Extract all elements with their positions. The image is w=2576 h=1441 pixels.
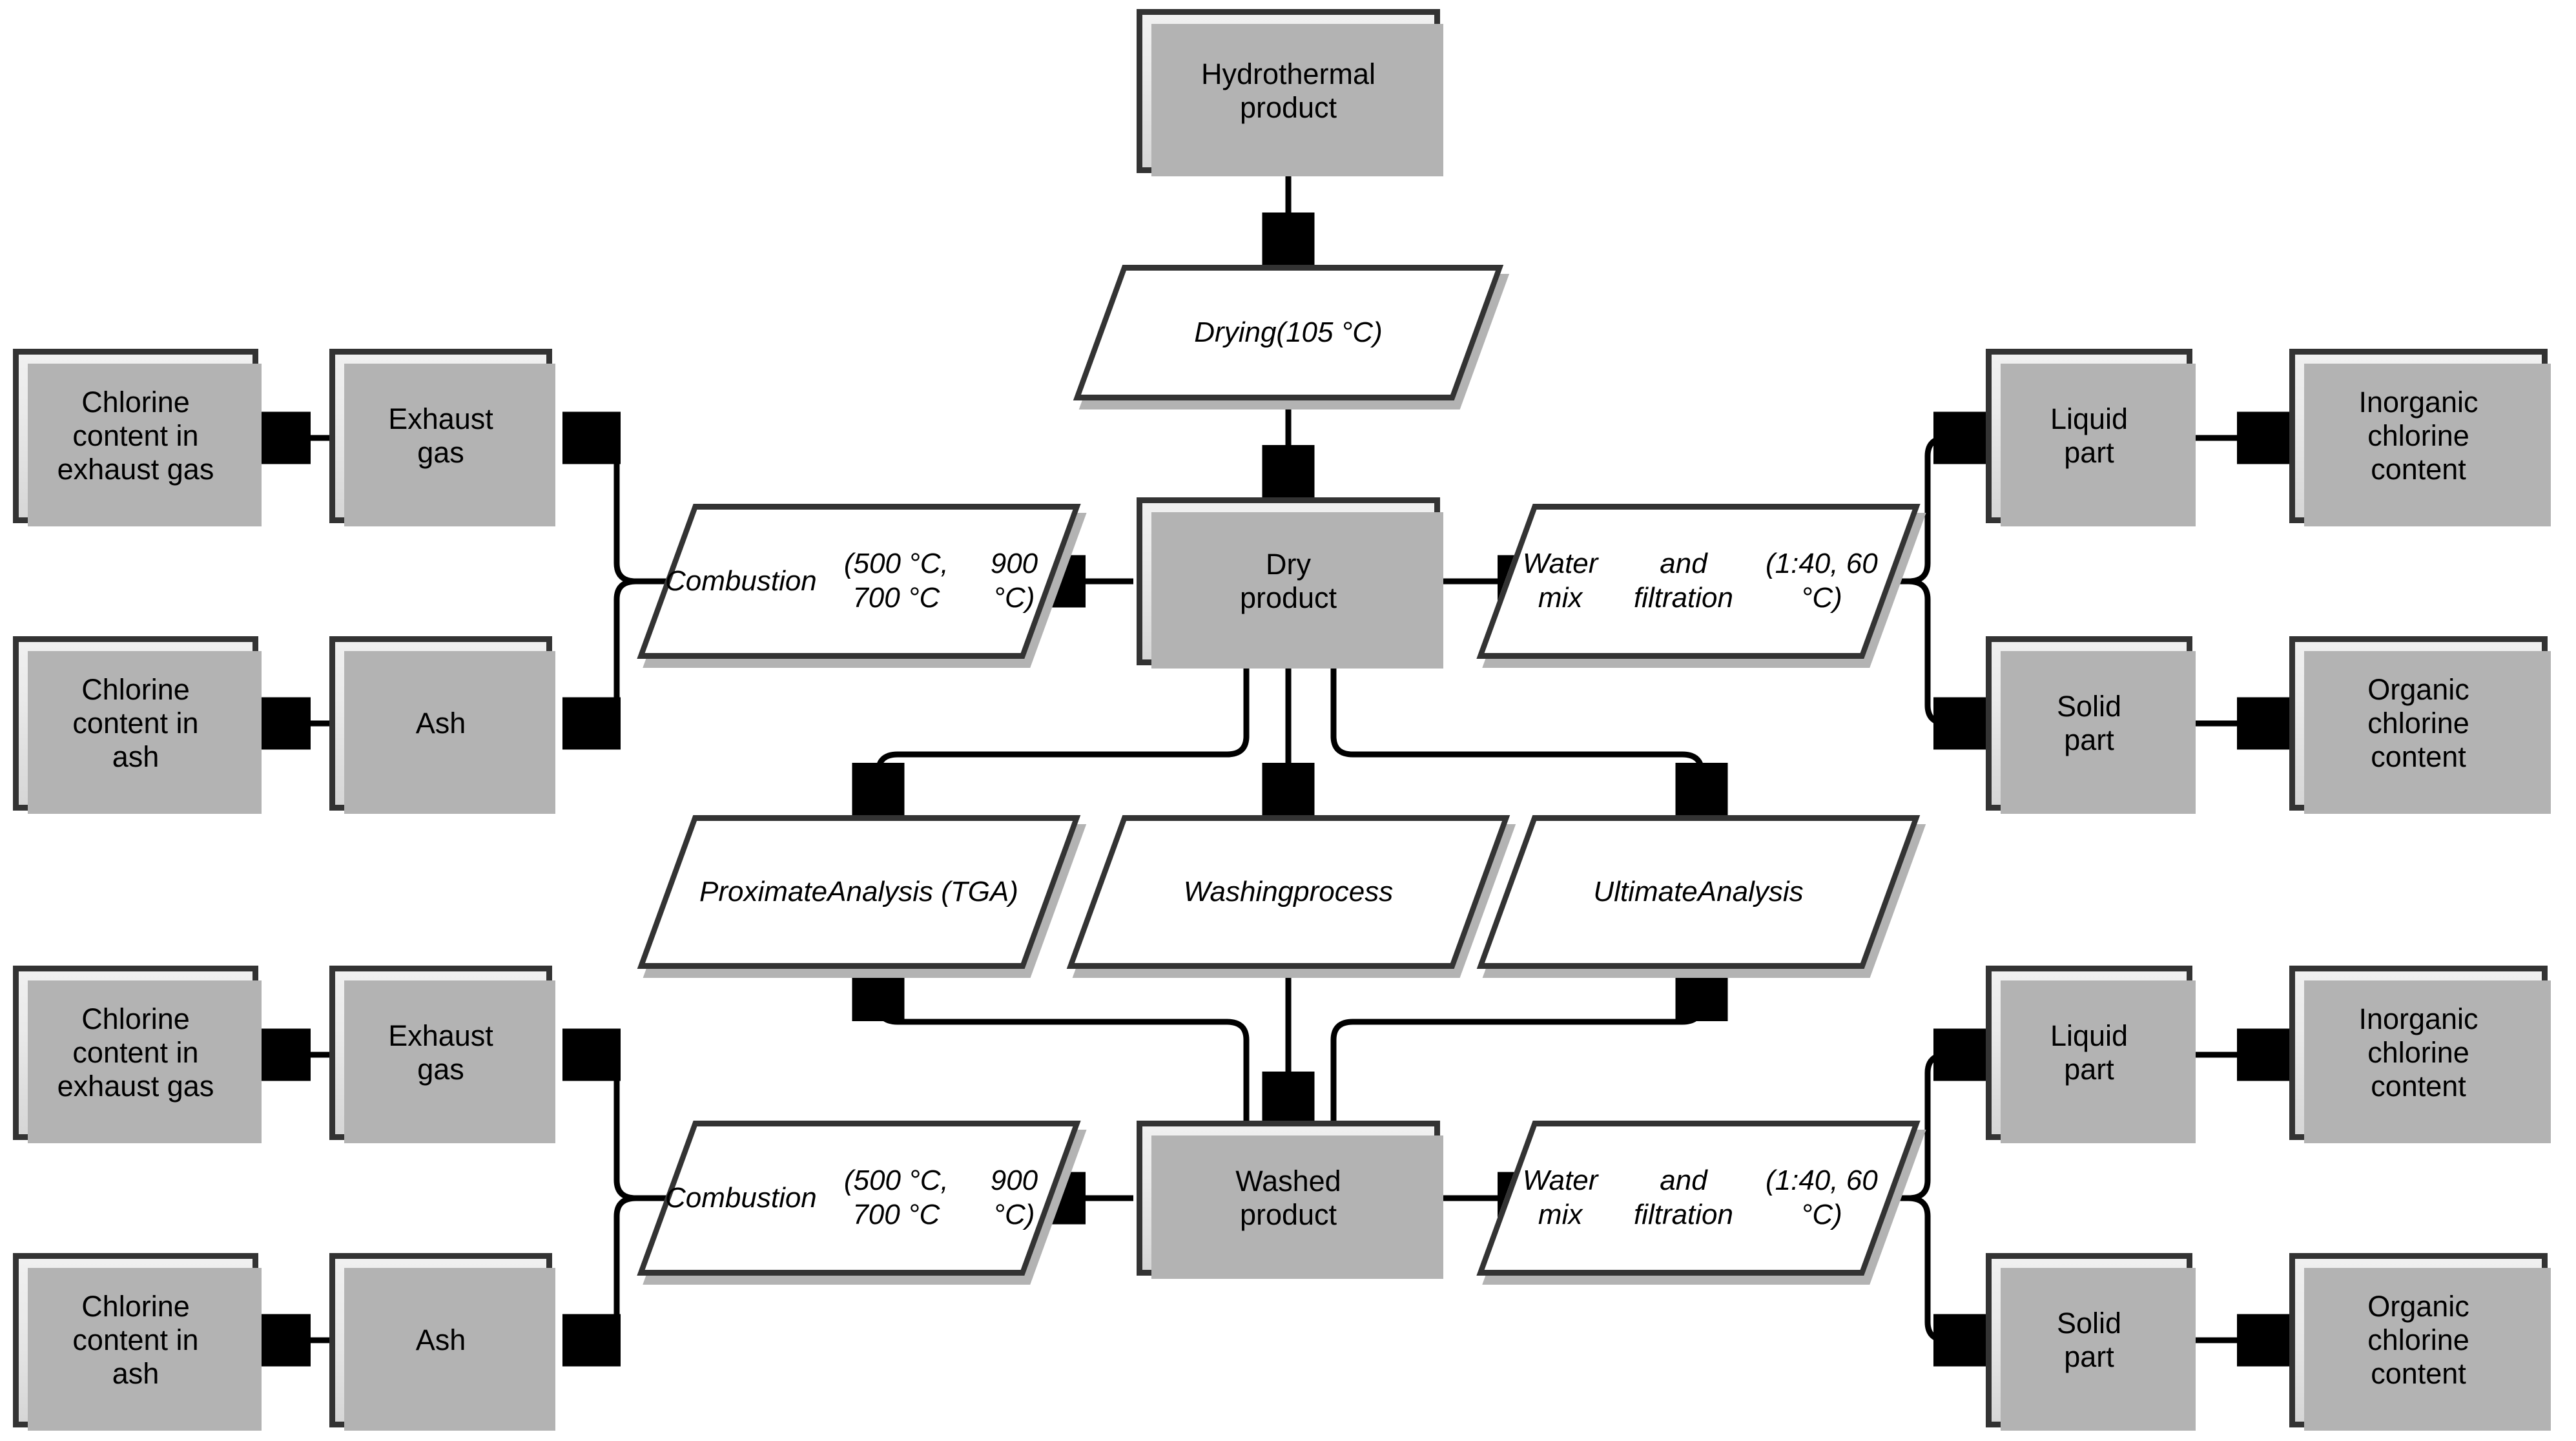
node-label: Ash	[415, 1323, 466, 1356]
node-ash-top[interactable]: Ash	[329, 636, 555, 814]
edge-dryproduct-to-proximate	[878, 667, 1250, 815]
node-drying[interactable]: Drying(105 °C)	[1073, 265, 1510, 409]
edge-combustion-to-exhaustgas-bottom	[568, 1055, 668, 1201]
edge-combustion-to-exhaustgas-top	[568, 438, 668, 585]
edge-dryproduct-to-ultimate	[1330, 667, 1702, 815]
edge-washedproduct-to-proximate	[878, 969, 1250, 1121]
node-label: Ash	[415, 706, 466, 740]
node-label: Drying(105 °C)	[1194, 316, 1383, 348]
node-ash-bottom[interactable]: Ash	[329, 1253, 555, 1431]
edge-washedproduct-to-ultimate	[1330, 969, 1702, 1121]
